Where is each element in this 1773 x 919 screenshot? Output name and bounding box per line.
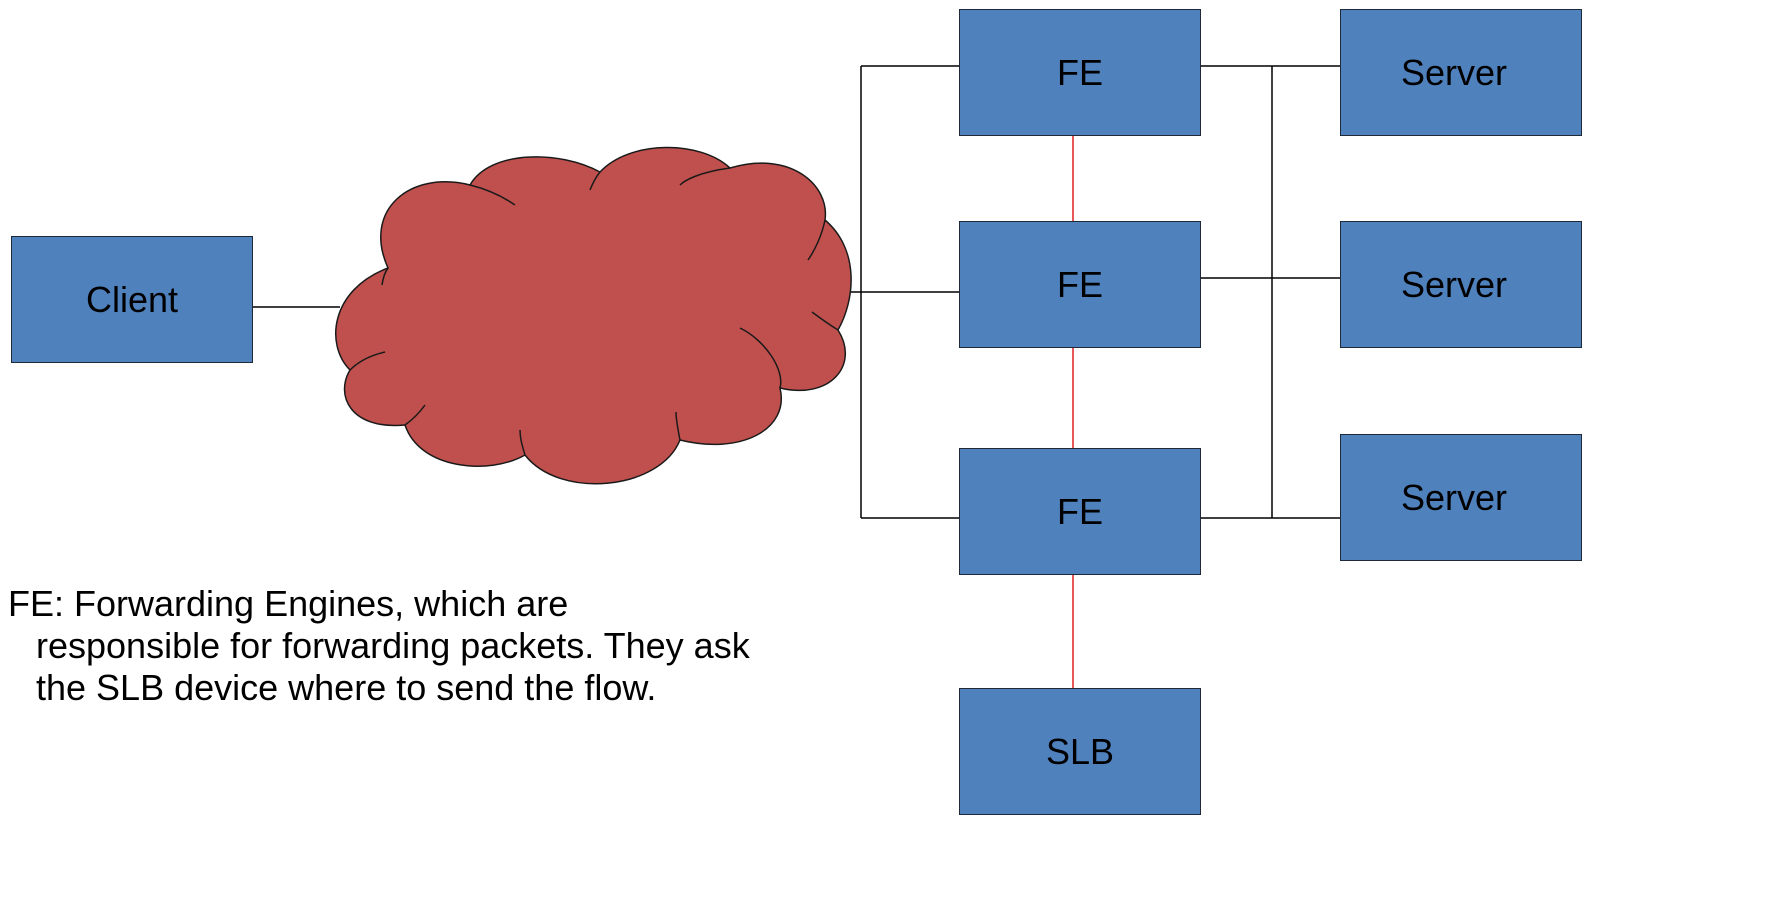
- server-box: Server: [1340, 221, 1582, 348]
- server-label: Server: [1401, 51, 1508, 93]
- slb-label: SLB: [1045, 730, 1115, 772]
- fe-box: FE: [959, 9, 1201, 136]
- connection-lines: [253, 65, 1340, 519]
- fe-label: FE: [1056, 51, 1103, 93]
- fe-box: FE: [959, 221, 1201, 348]
- cloud-detail-lines: [349, 167, 839, 456]
- server-box: Server: [1340, 434, 1582, 561]
- server-label: Server: [1401, 476, 1508, 518]
- fe-label: FE: [1056, 263, 1103, 305]
- fe-label: FE: [1056, 490, 1103, 532]
- server-box: Server: [1340, 9, 1582, 136]
- server-label: Server: [1401, 263, 1508, 305]
- client-label: Client: [85, 278, 179, 320]
- fe-legend-text: FE: Forwarding Engines, which are respon…: [8, 583, 750, 708]
- fe-box: FE: [959, 448, 1201, 575]
- slb-box: SLB: [959, 688, 1201, 815]
- network-cloud-shape: [335, 146, 852, 485]
- network-cloud-icon: [335, 146, 852, 485]
- client-box: Client: [11, 236, 253, 363]
